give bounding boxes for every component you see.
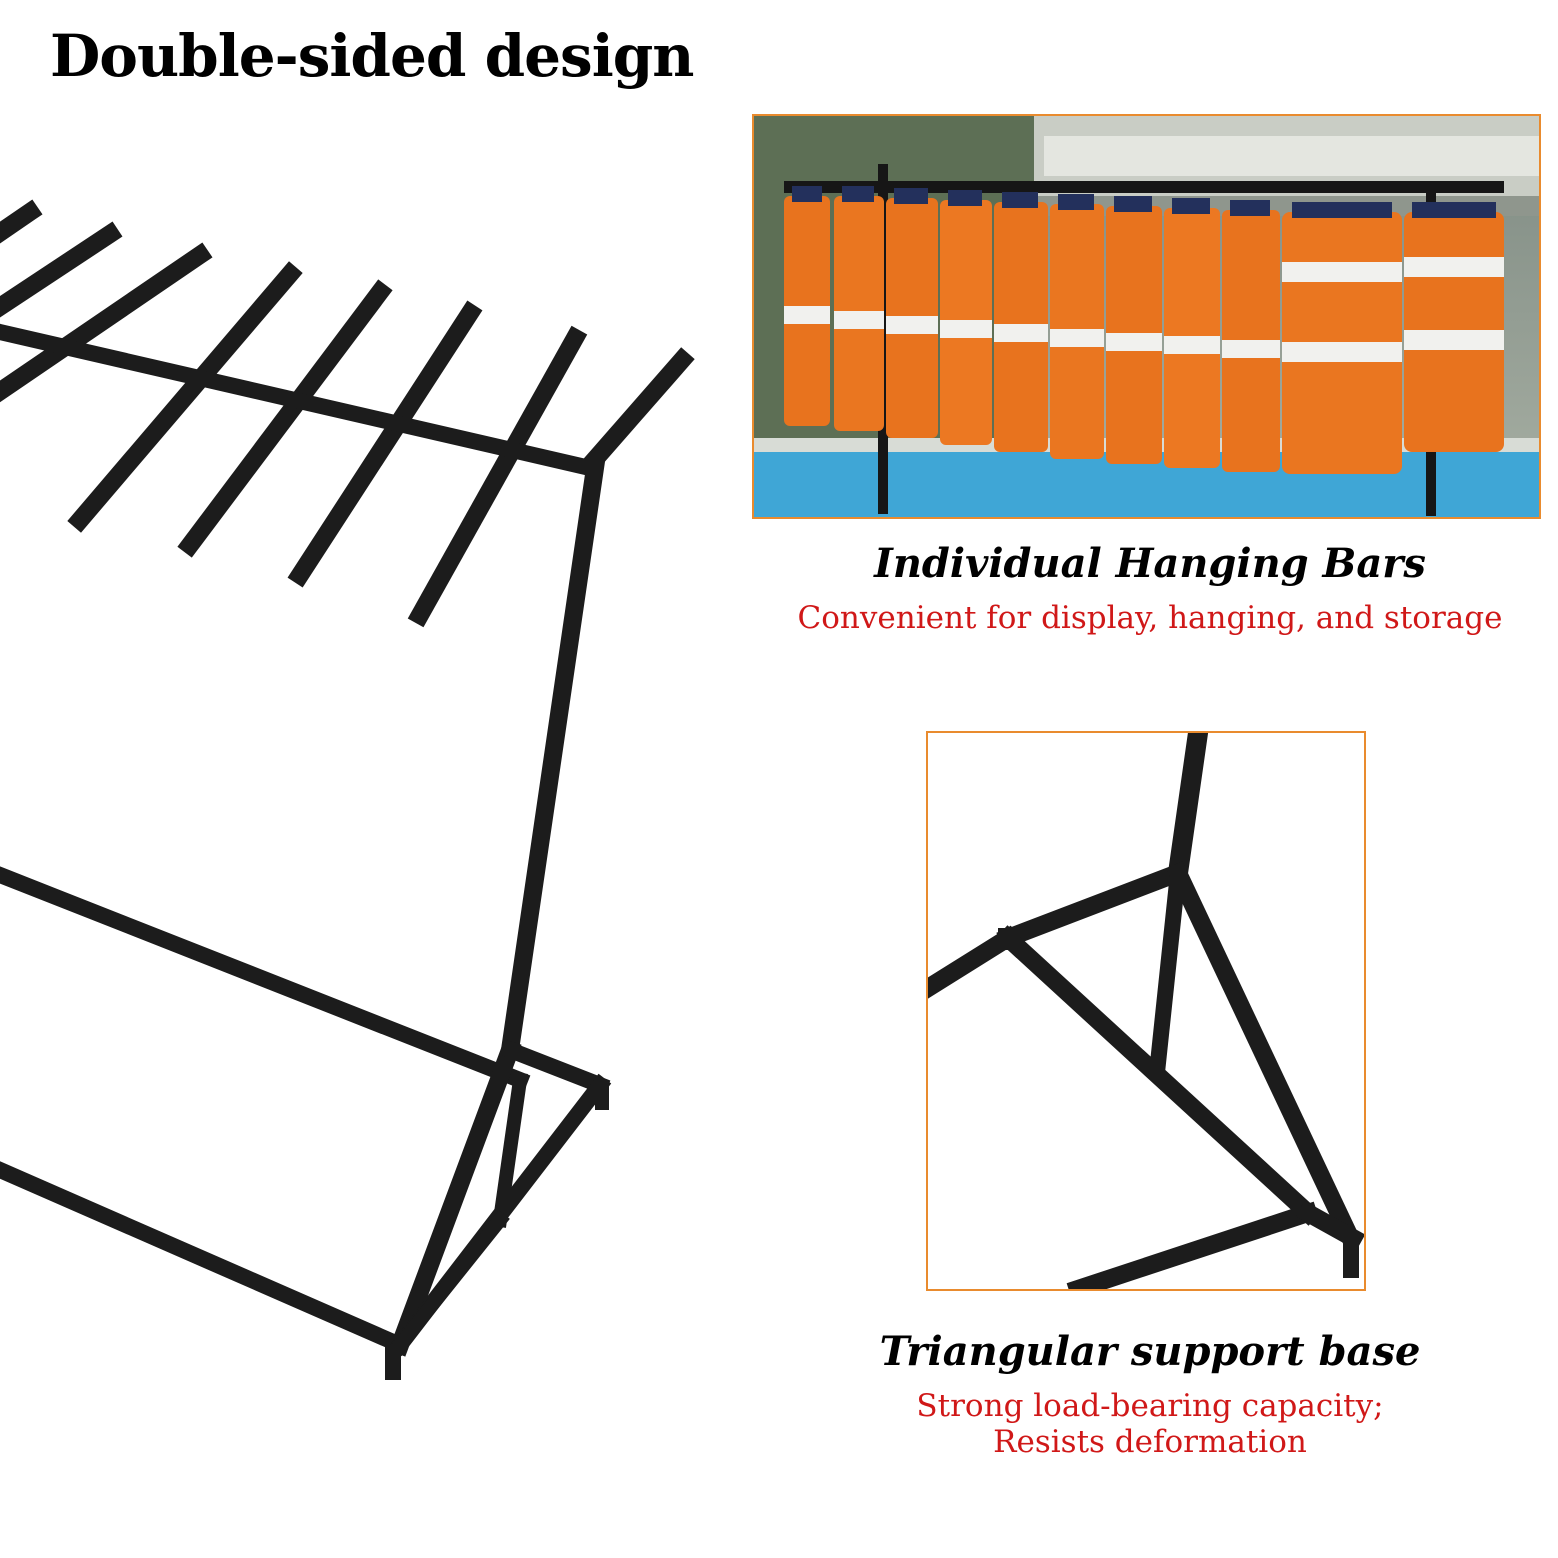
feature-2-subtitle-line1: Strong load-bearing capacity; <box>916 1388 1384 1424</box>
feature-1-title: Individual Hanging Bars <box>874 540 1426 587</box>
feature-1-subtitle: Convenient for display, hanging, and sto… <box>797 600 1503 636</box>
feature-2-title: Triangular support base <box>879 1328 1421 1375</box>
page-title: Double-sided design <box>50 22 694 90</box>
base-closeup-photo <box>926 731 1366 1291</box>
vest-photo <box>752 114 1541 519</box>
feature-2-subtitle-line2: Resists deformation <box>993 1424 1307 1460</box>
rack-product-image <box>0 150 720 1450</box>
